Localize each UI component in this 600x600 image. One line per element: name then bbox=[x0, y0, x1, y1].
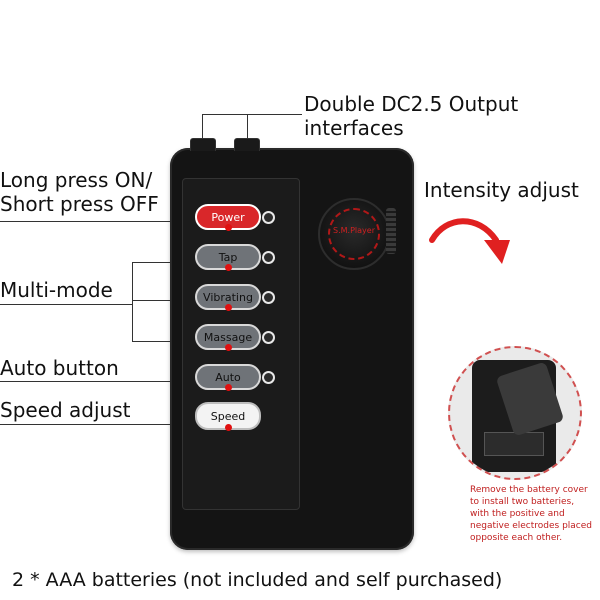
massage-button[interactable]: Massage bbox=[195, 324, 261, 351]
power-pointer-line bbox=[0, 221, 200, 222]
auto-label: Auto button bbox=[0, 356, 119, 380]
curved-arrow-icon bbox=[429, 218, 510, 264]
output-pointer-left bbox=[202, 114, 203, 146]
knob-ring bbox=[328, 208, 380, 260]
output-label-line2: interfaces bbox=[304, 116, 404, 140]
output-pointer-right bbox=[247, 114, 248, 146]
multimode-bracket-bottom bbox=[132, 341, 200, 342]
knob-grip-edge[interactable] bbox=[386, 208, 396, 254]
auto-indicator-dot bbox=[225, 384, 232, 391]
speed-pointer-line bbox=[0, 424, 200, 425]
battery-note-line1: Remove the battery cover bbox=[470, 485, 588, 495]
power-button-label: Power bbox=[211, 210, 245, 224]
vibrating-button-label: Vibrating bbox=[203, 290, 253, 304]
battery-note-line3: with the positive and bbox=[470, 509, 565, 519]
tap-button-label: Tap bbox=[218, 250, 238, 264]
power-button[interactable]: Power bbox=[195, 204, 261, 231]
battery-inset-photo bbox=[448, 346, 582, 480]
tap-led bbox=[262, 251, 275, 264]
speed-button[interactable]: Speed bbox=[195, 402, 261, 431]
battery-note-line5: opposite each other. bbox=[470, 533, 563, 543]
auto-button-label: Auto bbox=[215, 370, 241, 384]
auto-pointer-line bbox=[0, 381, 200, 382]
vibrating-led bbox=[262, 291, 275, 304]
knob-brand-label: S.M.Player bbox=[333, 226, 375, 235]
battery-note: Remove the battery cover to install two … bbox=[470, 484, 600, 544]
speed-button-label: Speed bbox=[210, 409, 246, 423]
power-label-line2: Short press OFF bbox=[0, 192, 159, 216]
output-pointer-line bbox=[202, 114, 302, 115]
vibrating-indicator-dot bbox=[225, 304, 232, 311]
auto-button[interactable]: Auto bbox=[195, 364, 261, 391]
massage-led bbox=[262, 331, 275, 344]
intensity-label: Intensity adjust bbox=[424, 178, 579, 202]
power-led bbox=[262, 211, 275, 224]
dc-jack-right bbox=[234, 138, 260, 151]
vibrating-button[interactable]: Vibrating bbox=[195, 284, 261, 311]
controller-device: Power Tap Vibrating Massage Auto Speed S… bbox=[170, 138, 414, 550]
tap-indicator-dot bbox=[225, 264, 232, 271]
massage-button-label: Massage bbox=[203, 330, 253, 344]
battery-note-line2: to install two batteries, bbox=[470, 497, 575, 507]
dc-jack-left bbox=[190, 138, 216, 151]
power-indicator-dot bbox=[225, 224, 232, 231]
footer-battery-text: 2 * AAA batteries (not included and self… bbox=[12, 569, 503, 591]
power-label-line1: Long press ON/ bbox=[0, 168, 153, 192]
multimode-pointer-line bbox=[0, 304, 132, 305]
speed-indicator-dot bbox=[225, 424, 232, 431]
multimode-bracket-vertical bbox=[132, 262, 133, 342]
battery-note-line4: negative electrodes placed bbox=[470, 521, 593, 531]
multimode-bracket-mid bbox=[132, 300, 200, 301]
speed-label: Speed adjust bbox=[0, 398, 131, 422]
massage-indicator-dot bbox=[225, 344, 232, 351]
intensity-knob[interactable]: S.M.Player bbox=[318, 198, 390, 270]
tap-button[interactable]: Tap bbox=[195, 244, 261, 271]
inset-battery-compartment bbox=[484, 432, 544, 456]
multimode-bracket-top bbox=[132, 262, 200, 263]
auto-led bbox=[262, 371, 275, 384]
output-label-line1: Double DC2.5 Output bbox=[304, 92, 519, 116]
multimode-label: Multi-mode bbox=[0, 278, 113, 302]
